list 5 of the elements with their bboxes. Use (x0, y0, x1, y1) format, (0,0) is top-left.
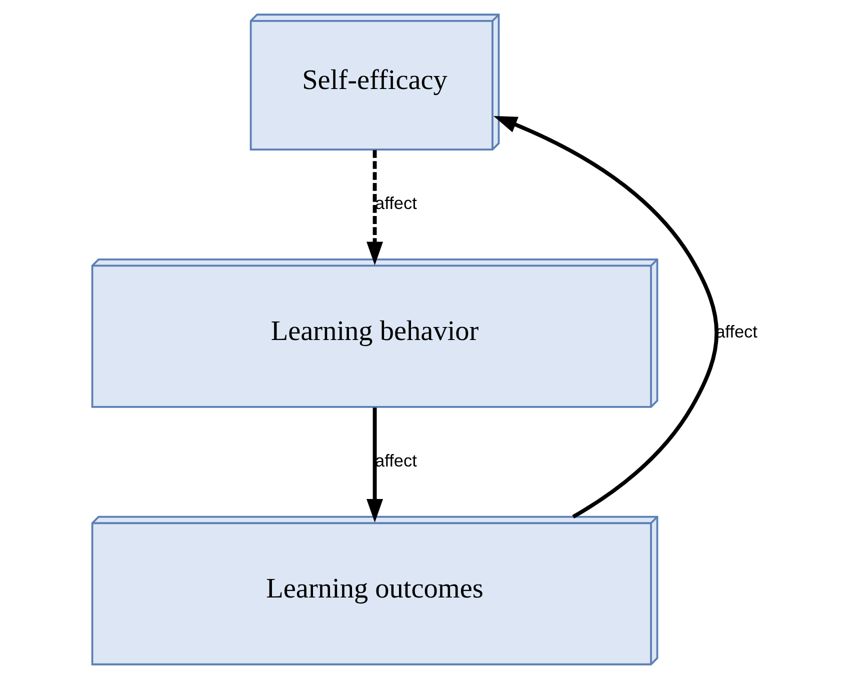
edge-label: affect (374, 192, 416, 213)
arrow (366, 408, 383, 523)
edge-label: affect (374, 450, 416, 470)
arrow (492, 116, 718, 519)
arrow (366, 150, 383, 266)
